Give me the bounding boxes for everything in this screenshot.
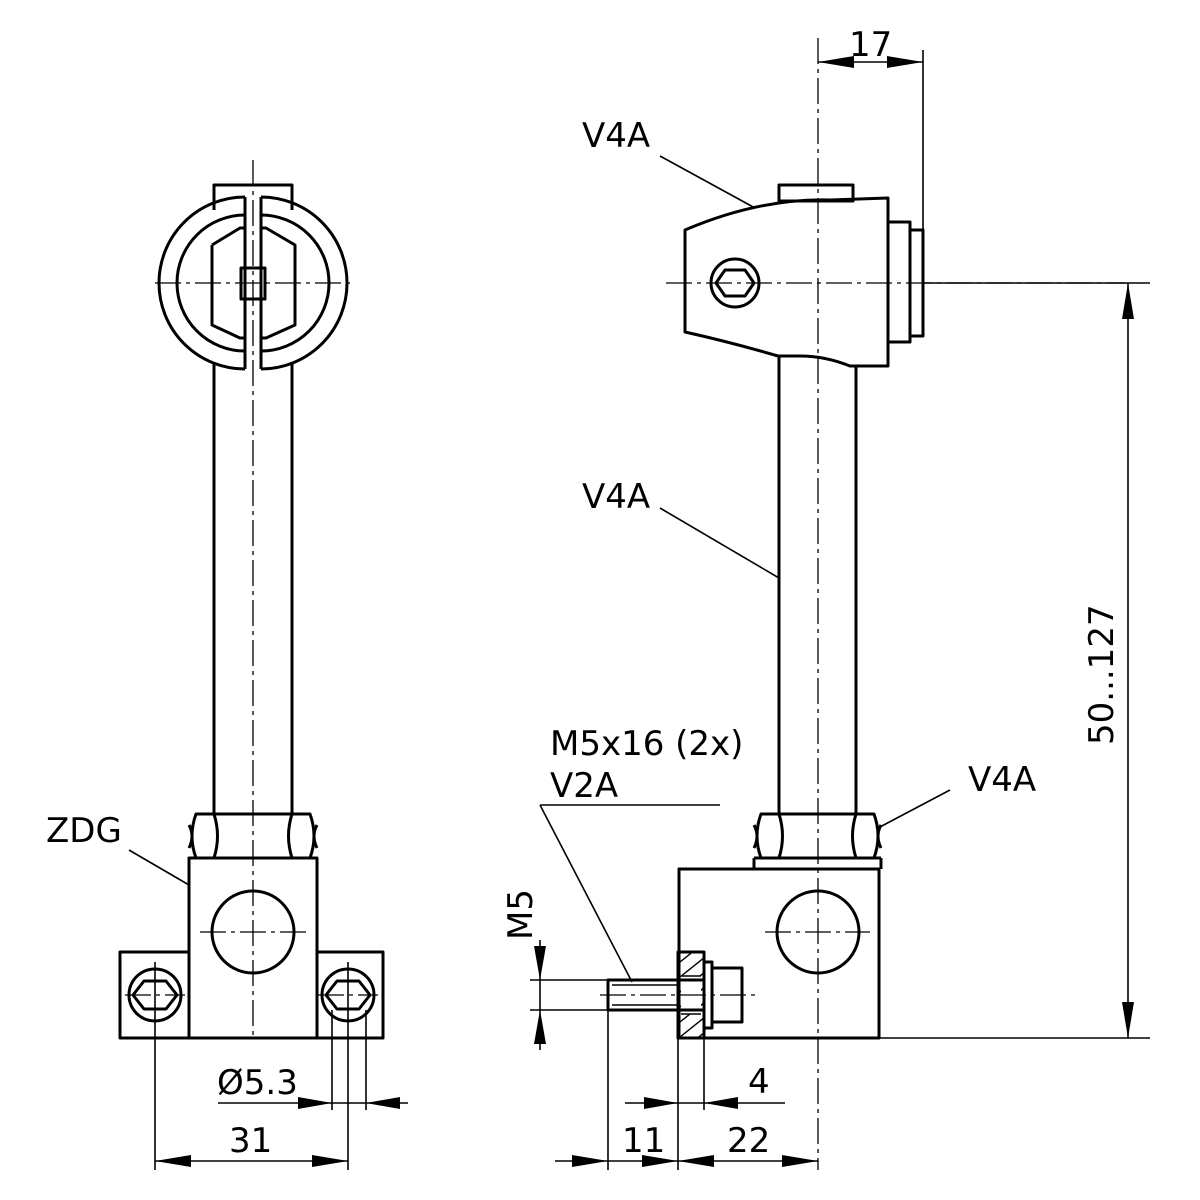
screw-leader	[539, 804, 633, 983]
diameter-arrow-right	[366, 1097, 400, 1109]
clamp-ring-inner	[175, 213, 331, 353]
screw-material-label: V2A	[550, 766, 618, 806]
nut-leader	[877, 789, 951, 829]
height-arrow-top	[1122, 283, 1134, 319]
offset-label: 17	[849, 25, 892, 65]
spacing-arrow-left	[155, 1155, 191, 1167]
clamp-top-tab	[212, 183, 294, 210]
screw-spec-label: M5x16 (2x)	[550, 724, 743, 764]
thread-arrow-top	[534, 946, 546, 980]
diameter-arrow-left	[298, 1097, 332, 1109]
base-offset-arrow-right	[782, 1155, 818, 1167]
plate-thickness-arrow-right	[704, 1097, 738, 1109]
clamp-screw-hex-icon	[714, 268, 756, 298]
base-offset-arrow-left	[678, 1155, 714, 1167]
plate-thickness-label: 4	[748, 1062, 770, 1102]
top-clamp-material-label: V4A	[582, 116, 650, 156]
hole-spacing-label: 31	[229, 1121, 272, 1161]
top-clamp-tab	[777, 183, 855, 203]
rod-material-label: V4A	[582, 477, 650, 517]
plate-thickness-arrow-left	[644, 1097, 678, 1109]
clamp-insert	[210, 226, 297, 340]
base-offset-label: 22	[727, 1121, 770, 1161]
zdg-leader	[128, 849, 190, 886]
projection-arrow-right	[642, 1155, 678, 1167]
clamp-face-plate	[886, 220, 912, 344]
thread-arrow-bottom	[534, 1010, 546, 1044]
front-view: Ø5.3 31 ZDG	[46, 160, 408, 1170]
projection-arrow-left	[572, 1155, 608, 1167]
offset-arrow-right	[887, 56, 923, 68]
base-flange	[118, 950, 385, 1040]
screw-projection-label: 11	[622, 1121, 665, 1161]
top-clamp-leader	[659, 155, 756, 209]
rod-leader	[659, 507, 780, 579]
height-range-label: 50...127	[1082, 604, 1122, 745]
clamp-screw-head	[239, 266, 267, 301]
offset-arrow-left	[818, 56, 854, 68]
height-arrow-bottom	[1122, 1002, 1134, 1038]
base-material-label: ZDG	[46, 811, 122, 851]
side-view: 17 V4A V4A V4A	[501, 25, 1150, 1170]
mounting-screw	[600, 960, 760, 1030]
thread-label: M5	[501, 889, 541, 940]
hole-diameter-label: Ø5.3	[217, 1063, 298, 1103]
clamp-ring-outer	[157, 195, 349, 371]
clamp-screw-socket	[709, 257, 761, 309]
spacing-arrow-right	[312, 1155, 348, 1167]
side-base-block	[677, 867, 881, 1040]
nut-material-label: V4A	[968, 760, 1036, 800]
